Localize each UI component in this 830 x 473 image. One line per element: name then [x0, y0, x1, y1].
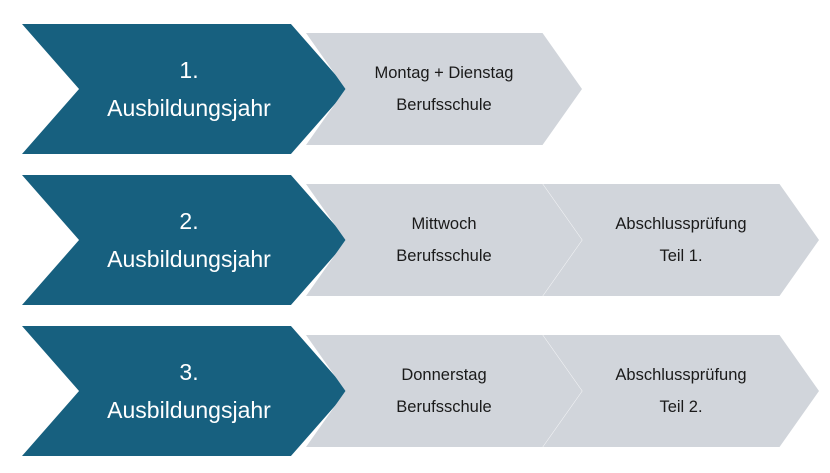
year-2-step-2-line-1: Abschlussprüfung: [615, 215, 747, 233]
year-3-step-2-line-1: Abschlussprüfung: [615, 366, 747, 384]
year-1-label: Ausbildungsjahr: [107, 95, 271, 121]
year-2-chevron: 2. Ausbildungsjahr: [22, 175, 348, 305]
year-2-step-2-chevron: Abschlussprüfung Teil 1.: [543, 184, 819, 296]
year-1-step-1-chevron: Montag + Dienstag Berufsschule: [306, 33, 582, 145]
year-2-number: 2.: [179, 208, 199, 234]
year-3-step-1-line-2: Berufsschule: [396, 398, 492, 416]
row-year-3: 3. Ausbildungsjahr Donnerstag Berufsschu…: [0, 326, 830, 456]
year-1-number: 1.: [179, 57, 199, 83]
year-2-step-1-chevron: Mittwoch Berufsschule: [306, 184, 582, 296]
row-year-1: 1. Ausbildungsjahr Montag + Dienstag Ber…: [0, 24, 830, 154]
year-3-label: Ausbildungsjahr: [107, 397, 271, 423]
year-1-chevron: 1. Ausbildungsjahr: [22, 24, 348, 154]
row-year-2: 2. Ausbildungsjahr Mittwoch Berufsschule…: [0, 175, 830, 305]
year-1-step-1-line-2: Berufsschule: [396, 96, 492, 114]
year-2-step-2-line-2: Teil 1.: [659, 247, 703, 265]
year-3-step-2-chevron: Abschlussprüfung Teil 2.: [543, 335, 819, 447]
year-2-label: Ausbildungsjahr: [107, 246, 271, 272]
year-3-number: 3.: [179, 359, 199, 385]
year-2-step-1-line-2: Berufsschule: [396, 247, 492, 265]
year-3-chevron: 3. Ausbildungsjahr: [22, 326, 348, 456]
year-2-step-1-line-1: Mittwoch: [411, 215, 477, 233]
year-3-step-2-line-2: Teil 2.: [659, 398, 703, 416]
year-3-step-1-chevron: Donnerstag Berufsschule: [306, 335, 582, 447]
year-3-step-1-line-1: Donnerstag: [401, 366, 487, 384]
year-1-step-1-line-1: Montag + Dienstag: [374, 64, 514, 82]
